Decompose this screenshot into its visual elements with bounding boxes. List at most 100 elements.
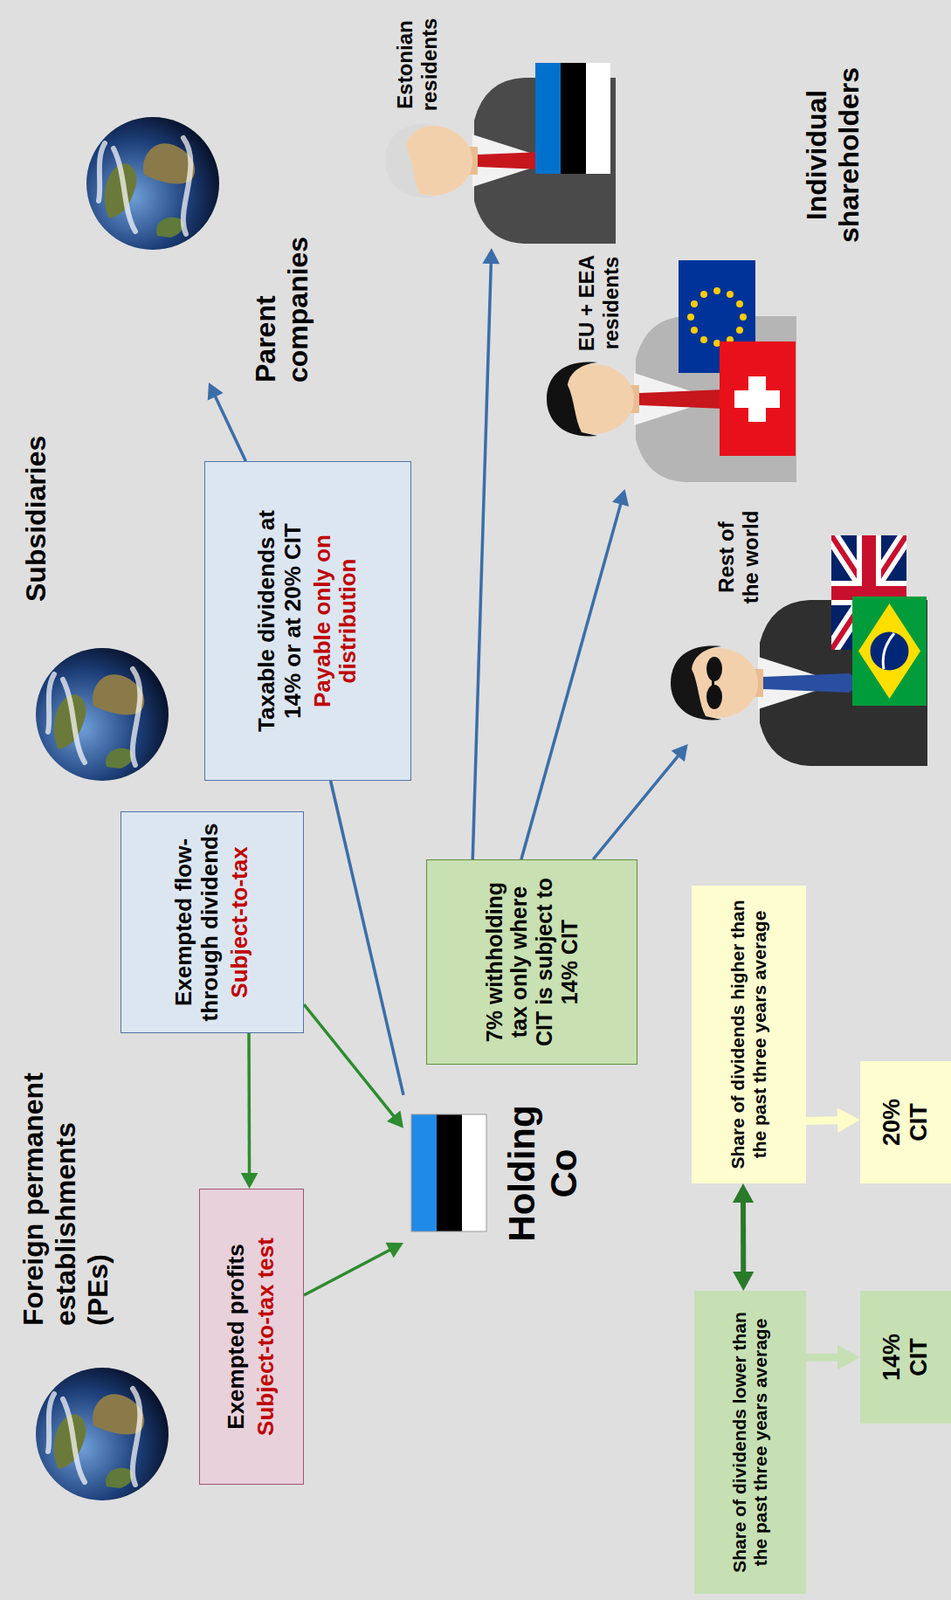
arrowhead xyxy=(207,382,224,401)
flow-arrow xyxy=(472,248,500,860)
connector-line xyxy=(330,780,404,1096)
arrowhead xyxy=(612,489,629,507)
text-holder: Holding Co xyxy=(501,1086,586,1261)
connector-line xyxy=(806,1116,842,1125)
arrowhead xyxy=(385,1242,404,1259)
exemption-box: Exempted flow-through dividendsSubject-t… xyxy=(120,811,304,1034)
node-heading: Rest of the world xyxy=(714,505,763,609)
flow-arrow xyxy=(521,489,629,860)
node-heading: Parent companies xyxy=(249,181,315,383)
text-holder: Estonian residents xyxy=(392,10,442,119)
label-holder: Individual shareholders xyxy=(800,34,866,276)
box-subtext: Subject-to-tax xyxy=(227,846,254,998)
flag-stripe xyxy=(585,62,611,174)
sunglasses xyxy=(706,684,723,710)
flag-stripe xyxy=(535,62,561,174)
flow-arrow xyxy=(592,744,689,860)
node-heading: Holding Co xyxy=(501,1086,586,1261)
text-holder: Subsidiaries xyxy=(20,379,53,602)
flow-arrow xyxy=(303,1004,404,1129)
flag-cross xyxy=(748,376,766,422)
globe-icon xyxy=(35,1367,169,1501)
box-text: Share of dividends lower than the past t… xyxy=(729,1299,772,1585)
estonian-flag xyxy=(535,62,611,174)
node-heading: Estonian residents xyxy=(392,10,442,119)
flag-stripe xyxy=(560,62,586,174)
arrowhead xyxy=(241,1172,259,1189)
tax-box: 7% withholding tax only where CIT is sub… xyxy=(426,859,638,1065)
globe-node: Subsidiaries xyxy=(17,372,171,784)
sunglasses xyxy=(711,679,715,687)
text-holder: EU + EEA residents xyxy=(574,250,623,356)
flag-rhombus xyxy=(858,603,921,699)
box-text: 20% CIT xyxy=(878,1087,933,1158)
hair xyxy=(385,124,436,199)
holding-node: Holding Co xyxy=(403,1086,594,1261)
connector-line xyxy=(806,1353,842,1362)
arrowhead xyxy=(386,1110,404,1129)
text-holder: Rest of the world xyxy=(714,505,763,609)
box-text: Share of dividends higher than the past … xyxy=(727,894,770,1175)
arrowhead xyxy=(671,744,689,762)
arrowhead xyxy=(837,1107,861,1133)
node-heading: Foreign permanent establishments (PEs) xyxy=(17,1063,114,1326)
connector-line xyxy=(303,1248,393,1296)
arrowhead xyxy=(837,1344,861,1371)
flag-globe xyxy=(870,632,910,671)
box-text: Taxable dividends at 14% or at 20% CIT xyxy=(254,488,307,754)
flow-arrow xyxy=(806,1107,861,1133)
rate-box: 14% CIT xyxy=(860,1290,951,1424)
group-label: Individual shareholders xyxy=(800,34,866,276)
flow-arrow xyxy=(241,1033,259,1189)
tie xyxy=(763,673,865,693)
person-figure xyxy=(670,599,928,766)
globe-node: Foreign permanent establishments (PEs) xyxy=(13,971,175,1504)
node-heading: EU + EEA residents xyxy=(574,250,623,356)
box-text: 14% CIT xyxy=(878,1316,933,1398)
arrowhead xyxy=(482,248,500,264)
shareholder-node: Rest of the world xyxy=(672,490,931,745)
flow-arrow xyxy=(303,1242,404,1296)
brazil-flag xyxy=(852,596,927,706)
suit xyxy=(635,316,797,483)
node-heading: Subsidiaries xyxy=(20,379,53,602)
exemption-box: Exempted profitsSubject-to-tax test xyxy=(199,1188,304,1485)
arrowhead xyxy=(732,1183,754,1203)
flag-outline xyxy=(411,1114,487,1232)
swiss-flag xyxy=(719,341,796,456)
arrowhead xyxy=(732,1271,754,1291)
box-subtext: Subject-to-tax test xyxy=(253,1237,280,1436)
rate-box: 20% CIT xyxy=(860,1061,951,1184)
hair xyxy=(546,362,598,437)
box-text: Exempted flow-through dividends xyxy=(171,820,224,1024)
estonian-flag xyxy=(411,1114,487,1232)
rule-box: Share of dividends lower than the past t… xyxy=(694,1290,807,1594)
flow-arrow xyxy=(330,780,404,1096)
connector-line xyxy=(303,1004,396,1119)
flag-stripe xyxy=(461,1114,487,1232)
connector-line xyxy=(521,501,622,860)
text-holder: Foreign permanent establishments (PEs) xyxy=(17,1063,114,1326)
globe-icon xyxy=(35,647,169,781)
rule-box: Share of dividends higher than the past … xyxy=(691,885,807,1184)
flow-arrow xyxy=(806,1344,861,1371)
box-text: Exempted profits xyxy=(223,1243,250,1429)
connector-line xyxy=(472,260,491,860)
box-text: 7% withholding tax only where CIT is sub… xyxy=(482,868,583,1055)
sunglasses xyxy=(706,656,723,682)
flag-stripe xyxy=(436,1114,462,1232)
shareholder-node: EU + EEA residents xyxy=(550,249,800,490)
connector-line xyxy=(247,1033,251,1177)
text-holder: Parent companies xyxy=(249,181,315,383)
globe-icon xyxy=(86,117,220,250)
connector-line xyxy=(740,1199,746,1276)
connector-line xyxy=(592,753,680,860)
shareholder-node: Estonian residents xyxy=(384,6,621,249)
flag-field xyxy=(719,341,796,456)
hair xyxy=(670,646,722,721)
box-subtext: Payable only on distribution xyxy=(310,488,363,754)
flag-stripe xyxy=(411,1114,437,1232)
